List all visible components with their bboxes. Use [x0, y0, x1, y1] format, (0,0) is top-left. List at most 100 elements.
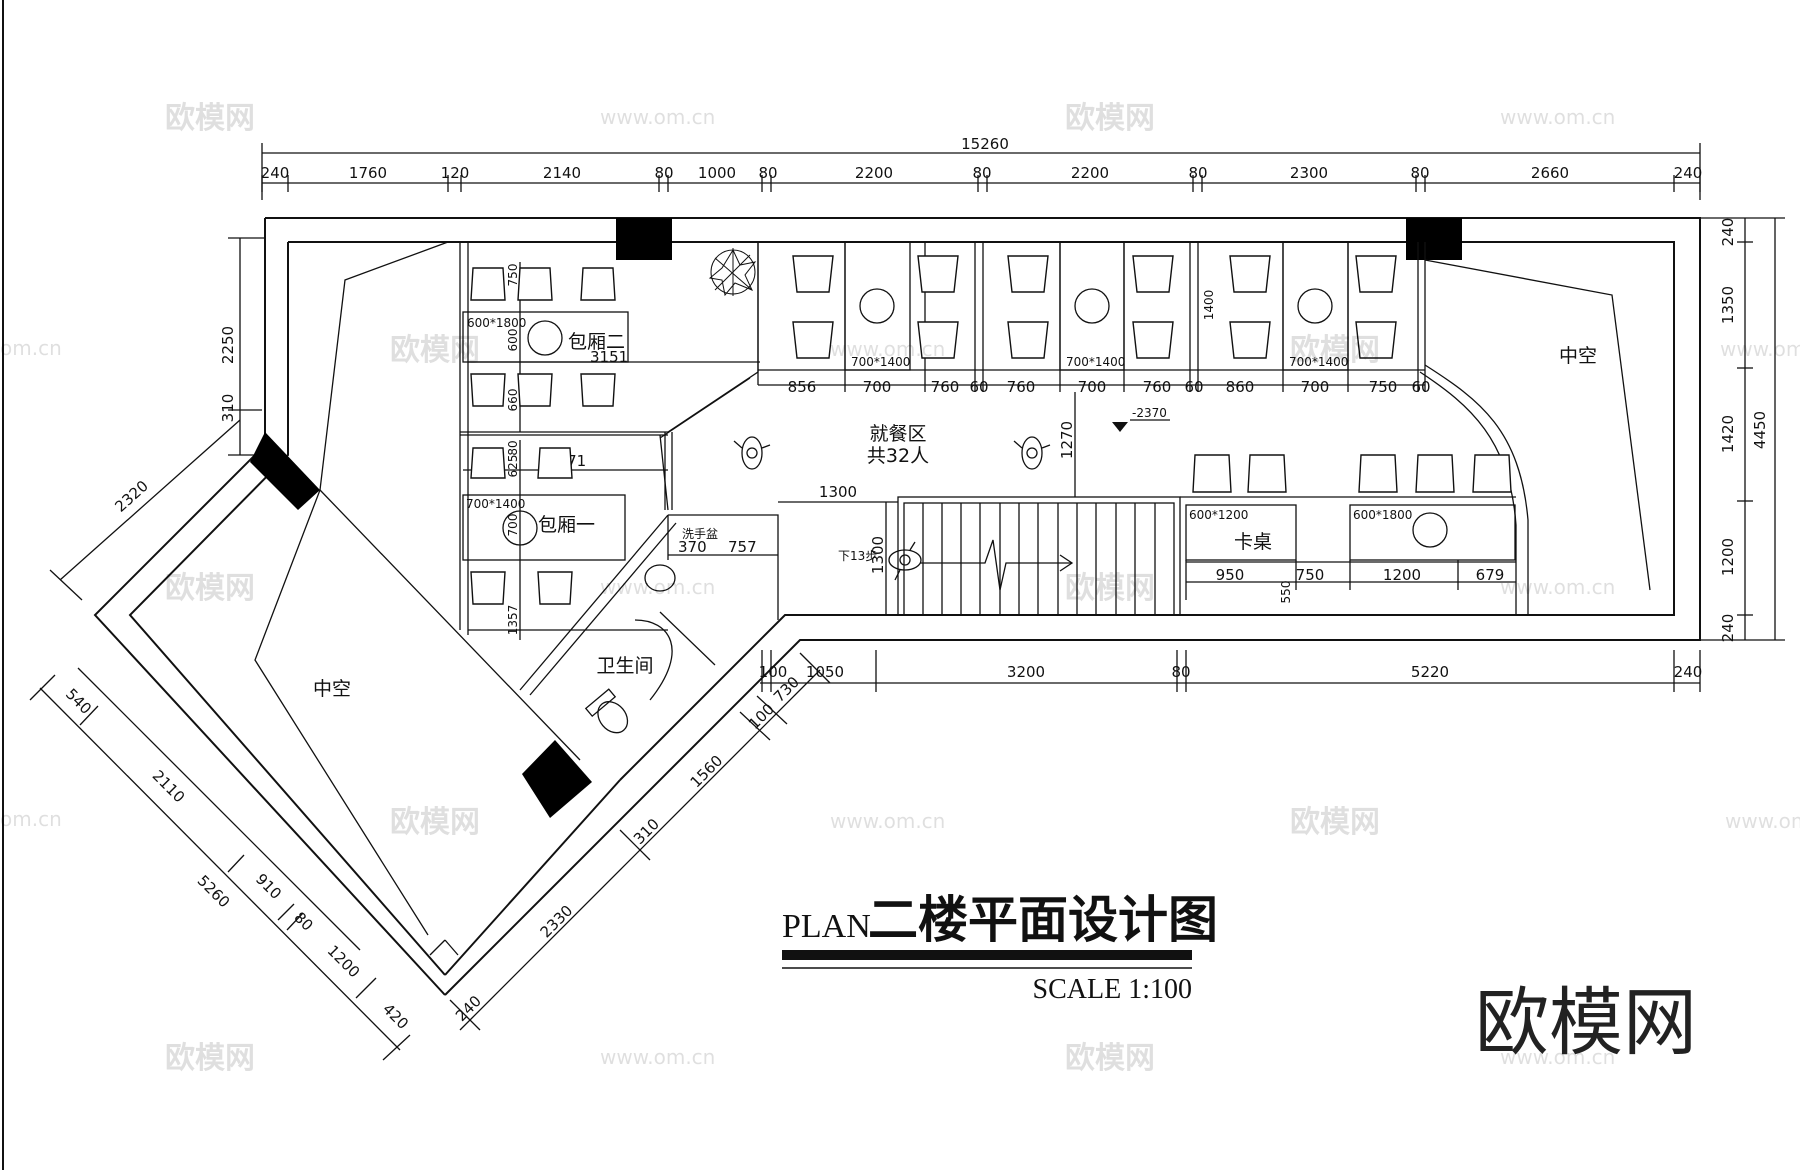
dim-top-11: 80 — [1188, 164, 1207, 182]
toilet-label: 卫生间 — [596, 655, 653, 677]
dim-diag-310: 310 — [630, 815, 663, 848]
top-dimensions: 15260 240 1760 120 2140 80 1000 80 2200 … — [261, 135, 1703, 200]
svg-text:欧模网: 欧模网 — [165, 1041, 255, 1076]
dim-top-4: 2140 — [543, 164, 581, 182]
dim-750: 750 — [506, 264, 520, 287]
dim-top-6: 1000 — [698, 164, 736, 182]
right-dimensions: 240 1350 1420 1200 240 4450 — [1700, 217, 1785, 642]
dim-1300-v: 1300 — [869, 536, 887, 574]
svg-text:www.om.cn: www.om.cn — [830, 337, 945, 361]
room1-label: 包厢一 — [538, 514, 595, 536]
svg-text:www.om.cn: www.om.cn — [600, 575, 715, 599]
dim-top-7: 80 — [758, 164, 777, 182]
brand-logo: 欧模网 — [1475, 980, 1697, 1066]
table-700x1400-c: 700*1400 — [1066, 355, 1125, 369]
dim-row-10: 700 — [1301, 378, 1330, 396]
svg-text:www.om.cn: www.om.cn — [1500, 575, 1615, 599]
svg-text:欧模网: 欧模网 — [1065, 101, 1155, 136]
svg-text:欧模网: 欧模网 — [390, 333, 480, 368]
dim-700-room1: 700 — [506, 514, 520, 537]
dim-bottom-5: 5220 — [1411, 663, 1449, 681]
dim-diag-540: 540 — [62, 685, 95, 718]
svg-text:www.om.cn: www.om.cn — [600, 1045, 715, 1069]
dim-right-4: 1200 — [1719, 538, 1737, 576]
dim-top-1: 240 — [261, 164, 290, 182]
svg-text:www.om.cn: www.om.cn — [600, 105, 715, 129]
dim-diag-2320: 2320 — [111, 477, 151, 516]
void-right-label: 中空 — [1559, 345, 1597, 367]
scale-label: SCALE 1:100 — [1033, 974, 1192, 1005]
svg-text:欧模网: 欧模网 — [165, 571, 255, 606]
dim-right-1: 240 — [1719, 218, 1737, 247]
svg-text:om.cn: om.cn — [0, 807, 62, 831]
table-600x1800-a: 600*1800 — [467, 316, 526, 330]
dining-area: 700*1400 700*1400 700*1400 1400 856 700 … — [708, 241, 1431, 497]
dim-right-2: 1350 — [1719, 286, 1737, 324]
table-600x1200: 600*1200 — [1189, 508, 1248, 522]
dim-bottom-6: 240 — [1674, 663, 1703, 681]
wash-label: 洗手盆 — [682, 527, 718, 541]
dining-label: 就餐区 — [869, 423, 926, 445]
dim-80-room1: 80 — [506, 440, 520, 455]
dim-top-12: 2300 — [1290, 164, 1328, 182]
dim-diag-80: 80 — [290, 908, 316, 934]
dim-1357: 1357 — [506, 605, 520, 636]
dim-top-13: 80 — [1410, 164, 1429, 182]
dim-top-5: 80 — [654, 164, 673, 182]
table-700x1400-d: 700*1400 — [1289, 355, 1348, 369]
dim-row-2: 700 — [863, 378, 892, 396]
private-room-1: 700*1400 包厢一 2171 80 625 700 1357 — [462, 434, 669, 640]
svg-text:欧模网: 欧模网 — [1290, 805, 1380, 840]
private-room-2: 600*1800 包厢二 3151 750 600 660 — [459, 242, 760, 635]
dim-top-9: 80 — [972, 164, 991, 182]
room2-chairs — [470, 267, 616, 407]
svg-text:欧模网: 欧模网 — [1065, 571, 1155, 606]
table-600x1800-b: 600*1800 — [1353, 508, 1412, 522]
dim-679: 679 — [1476, 566, 1505, 584]
svg-text:www.om.cn: www.om.cn — [1500, 105, 1615, 129]
bottom-dimensions: 100 1050 3200 80 5220 240 — [759, 650, 1703, 692]
dim-1300-h: 1300 — [819, 483, 857, 501]
dim-diag-420: 420 — [379, 1000, 412, 1033]
left-dimensions: 2250 310 2320 — [49, 237, 265, 601]
booth-chairs — [1192, 454, 1512, 493]
title-cn: 二楼平面设计图 — [868, 891, 1218, 949]
dim-top-15: 240 — [1674, 164, 1703, 182]
dim-row-3: 760 — [931, 378, 960, 396]
svg-text:欧模网: 欧模网 — [1065, 1041, 1155, 1076]
dim-550: 550 — [1279, 581, 1293, 604]
dim-row-4: 60 — [969, 378, 988, 396]
person-icon — [1013, 436, 1051, 470]
dim-600: 600 — [506, 329, 520, 352]
staircase: 1300 1300 下13步 — [778, 483, 1181, 616]
dim-bottom-3: 3200 — [1007, 663, 1045, 681]
svg-text:www.om.cn: www.om.cn — [1720, 337, 1800, 361]
room1-chairs — [470, 447, 573, 605]
dim-3151: 3151 — [590, 348, 628, 366]
plant-icon — [708, 248, 757, 297]
booth-area: 600*1200 600*1800 卡桌 950 750 1200 679 55… — [1180, 454, 1516, 604]
dim-1400: 1400 — [1202, 290, 1216, 321]
dim-top-10: 2200 — [1071, 164, 1109, 182]
svg-text:欧模网: 欧模网 — [165, 101, 255, 136]
dim-1270: 1270 — [1058, 421, 1076, 459]
dim-bottom-4: 80 — [1171, 663, 1190, 681]
dim-diag-100: 100 — [745, 700, 778, 733]
svg-text:om.cn: om.cn — [0, 336, 62, 360]
void-left-label: 中空 — [313, 678, 351, 700]
dim-top-8: 2200 — [855, 164, 893, 182]
dim-row-6: 700 — [1078, 378, 1107, 396]
dim-top-2: 1760 — [349, 164, 387, 182]
diag-left-dimensions: 540 2110 910 80 1200 420 5260 — [29, 667, 412, 1061]
dim-row-1: 856 — [788, 378, 817, 396]
dim-row-11: 750 — [1369, 378, 1398, 396]
svg-text:欧模网: 欧模网 — [390, 805, 480, 840]
diag-right-dimensions: 240 2330 310 1560 100 730 — [449, 652, 831, 1031]
dim-top-14: 2660 — [1531, 164, 1569, 182]
dim-diag-1560: 1560 — [687, 752, 727, 792]
toilet-fixture — [584, 688, 629, 734]
structural-columns — [250, 218, 1462, 818]
dim-950: 950 — [1216, 566, 1245, 584]
dim-diag-240: 240 — [452, 992, 485, 1025]
